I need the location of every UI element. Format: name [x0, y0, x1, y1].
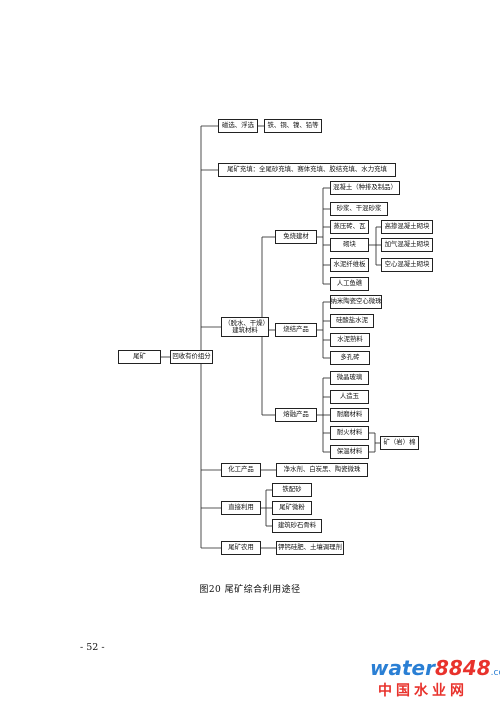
node-mianshao-item-5: 人工鱼礁 [330, 277, 369, 291]
node-building: （脱水、干燥）建筑材料 [221, 317, 269, 337]
node-shaojie-item-0: 纳米陶瓷空心微珠 [330, 295, 382, 309]
node-shaojie: 烧结产品 [275, 323, 317, 337]
node-recovery-metals: 铁、铜、镍、铅等 [264, 119, 322, 133]
node-fill: 尾矿充填：全尾砂充填、赛体充填、胶结充填、水力充填 [218, 163, 396, 177]
node-chemical-items: 净水剂、白炭黑、陶瓷微珠 [276, 463, 368, 477]
watermark-logo: water8848.com [370, 658, 500, 683]
node-shaojie-item-1: 硅酸盐水泥 [330, 314, 374, 328]
node-recovery: 磁选、浮选 [218, 119, 258, 133]
node-qikuai-item-2: 空心混凝土砌块 [381, 258, 433, 272]
node-ronghua-item-3: 耐火材料 [330, 426, 369, 440]
node-qikuai-item-1: 加气混凝土砌块 [381, 238, 433, 252]
node-agri-items: 钾钙硅肥、土壤调理剂 [276, 541, 344, 555]
node-chemical: 化工产品 [221, 463, 261, 477]
node-ronghua-item-4: 保温材料 [330, 445, 369, 459]
page-number: - 52 - [80, 642, 105, 653]
watermark-part1: water [370, 656, 435, 680]
watermark-part3: .com [490, 668, 500, 678]
watermark-part2: 8848 [434, 656, 491, 680]
node-shaojie-item-2: 水泥熟料 [330, 333, 370, 347]
node-mianshao-item-0: 混凝土（种排及制品） [330, 181, 400, 195]
node-mianshao-item-3: 砌块 [330, 238, 369, 252]
node-ronghua-item-1: 人造玉 [330, 390, 369, 404]
node-agri: 尾矿农用 [221, 541, 261, 555]
node-direct-item-0: 铁配砂 [272, 483, 312, 497]
node-qikuai-item-0: 高掺混凝土砌块 [381, 220, 433, 234]
node-direct-item-1: 尾矿微粉 [272, 501, 312, 515]
node-mianshao-item-4: 水泥纤维板 [330, 258, 369, 272]
node-mianshao-item-2: 蒸压砖、瓦 [330, 220, 369, 234]
figure-caption: 图20 尾矿综合利用途径 [199, 585, 301, 595]
node-ronghua-item-2: 耐磨材料 [330, 408, 369, 422]
node-ronghua-item-0: 微晶玻璃 [330, 371, 369, 385]
node-shaojie-item-3: 多孔砖 [330, 351, 370, 365]
node-component: 回收有价组分 [170, 350, 213, 364]
node-root: 尾矿 [118, 350, 161, 364]
node-kuangmian: 矿（岩）棉 [380, 436, 419, 450]
node-direct-item-2: 建筑砂石骨料 [272, 519, 322, 533]
node-mianshao: 免烧建材 [275, 230, 317, 244]
node-direct: 直接利用 [221, 501, 261, 515]
watermark-cn: 中国水业网 [378, 683, 468, 699]
node-mianshao-item-1: 砂浆、干混砂浆 [330, 202, 388, 216]
node-ronghua: 熔融产品 [275, 408, 317, 422]
